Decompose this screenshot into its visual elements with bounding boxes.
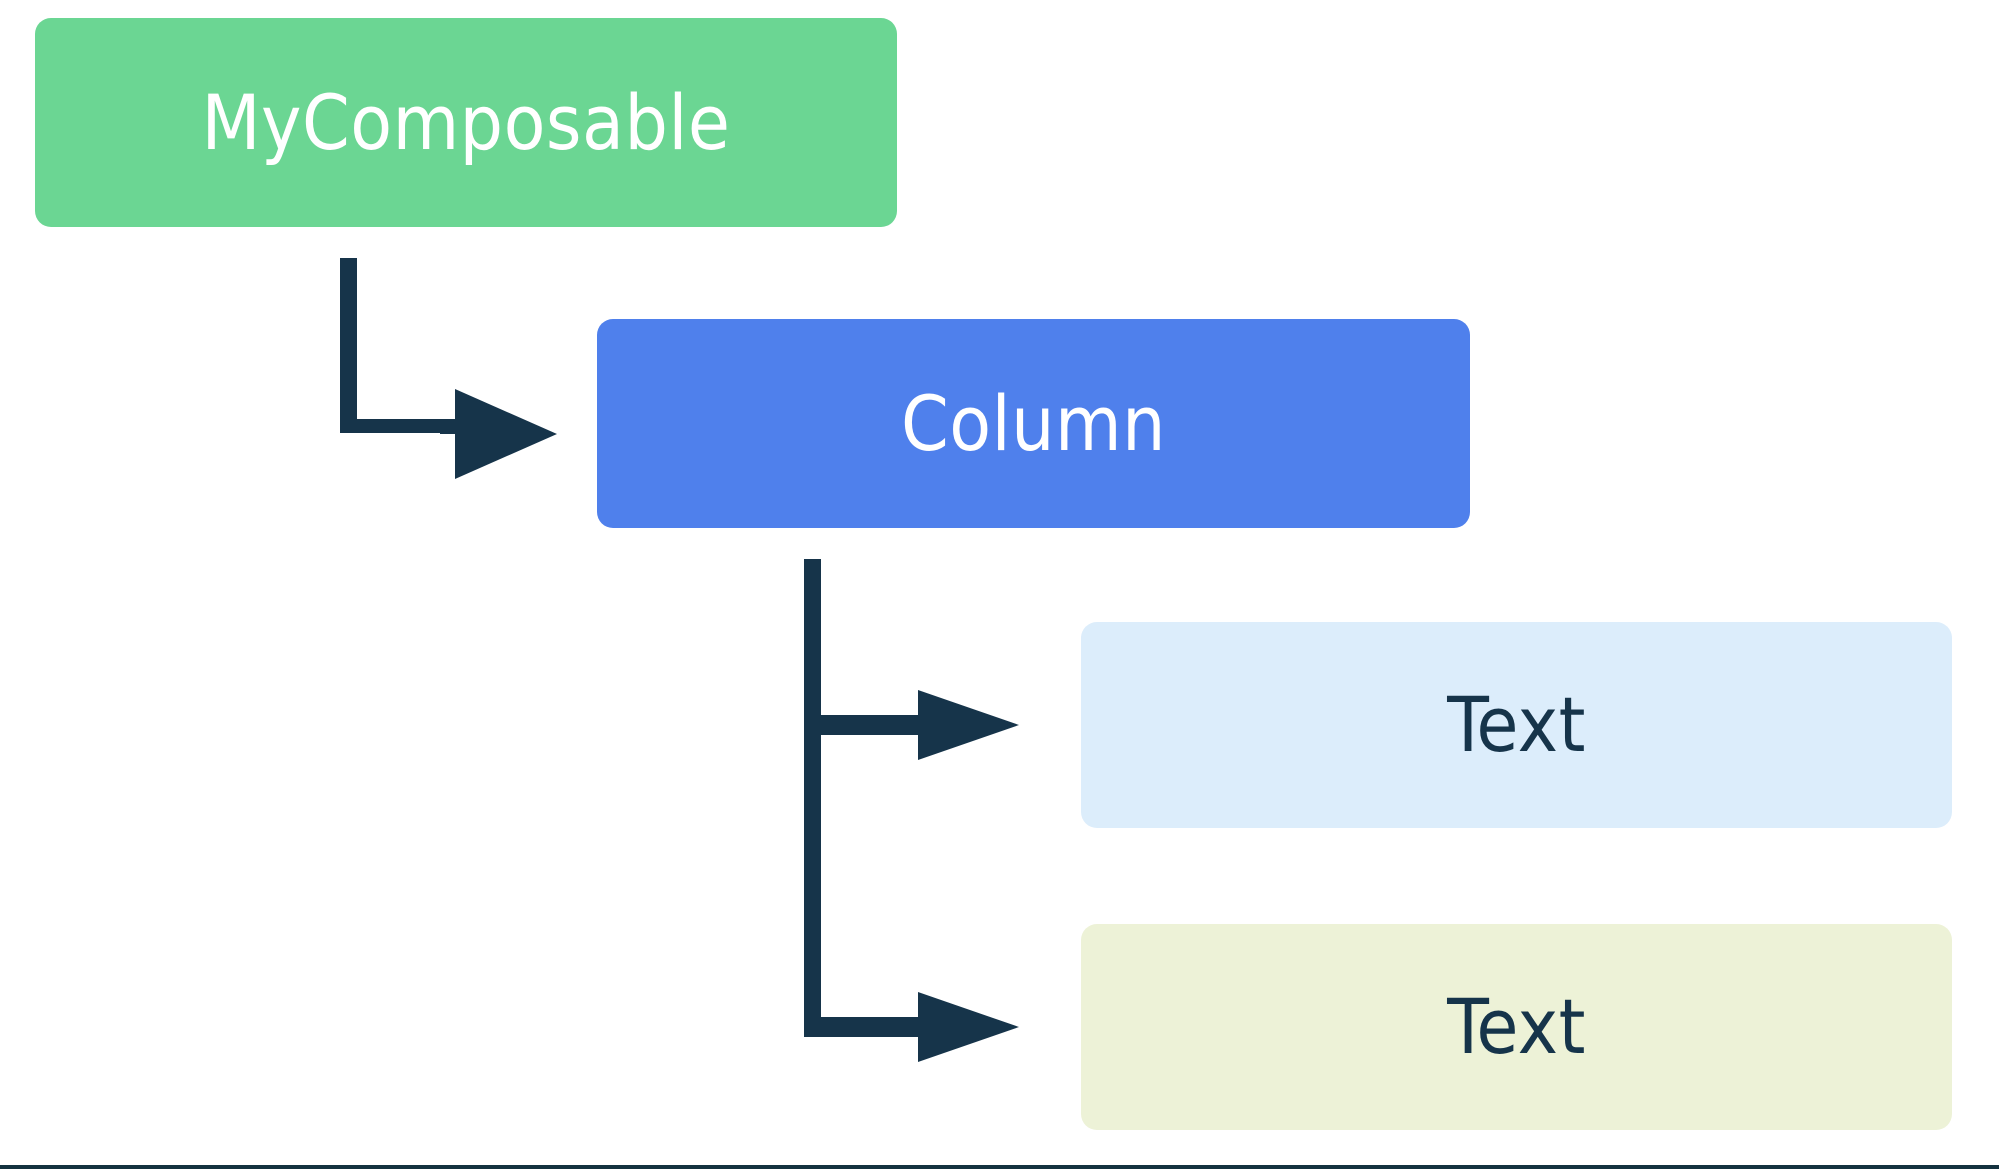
node-text-2-label: Text: [1447, 982, 1586, 1071]
node-text-1[interactable]: Text: [1081, 622, 1952, 828]
node-mycomposable-label: MyComposable: [201, 77, 731, 167]
edge-mycomposable-to-column: [340, 258, 557, 479]
node-mycomposable[interactable]: MyComposable: [35, 18, 897, 227]
node-column[interactable]: Column: [597, 319, 1470, 528]
edge-column-to-text-nodes: [804, 559, 1019, 1062]
bottom-divider: [0, 1165, 1999, 1169]
node-text-2[interactable]: Text: [1081, 924, 1952, 1130]
node-column-label: Column: [901, 378, 1166, 468]
node-text-1-label: Text: [1447, 680, 1586, 769]
